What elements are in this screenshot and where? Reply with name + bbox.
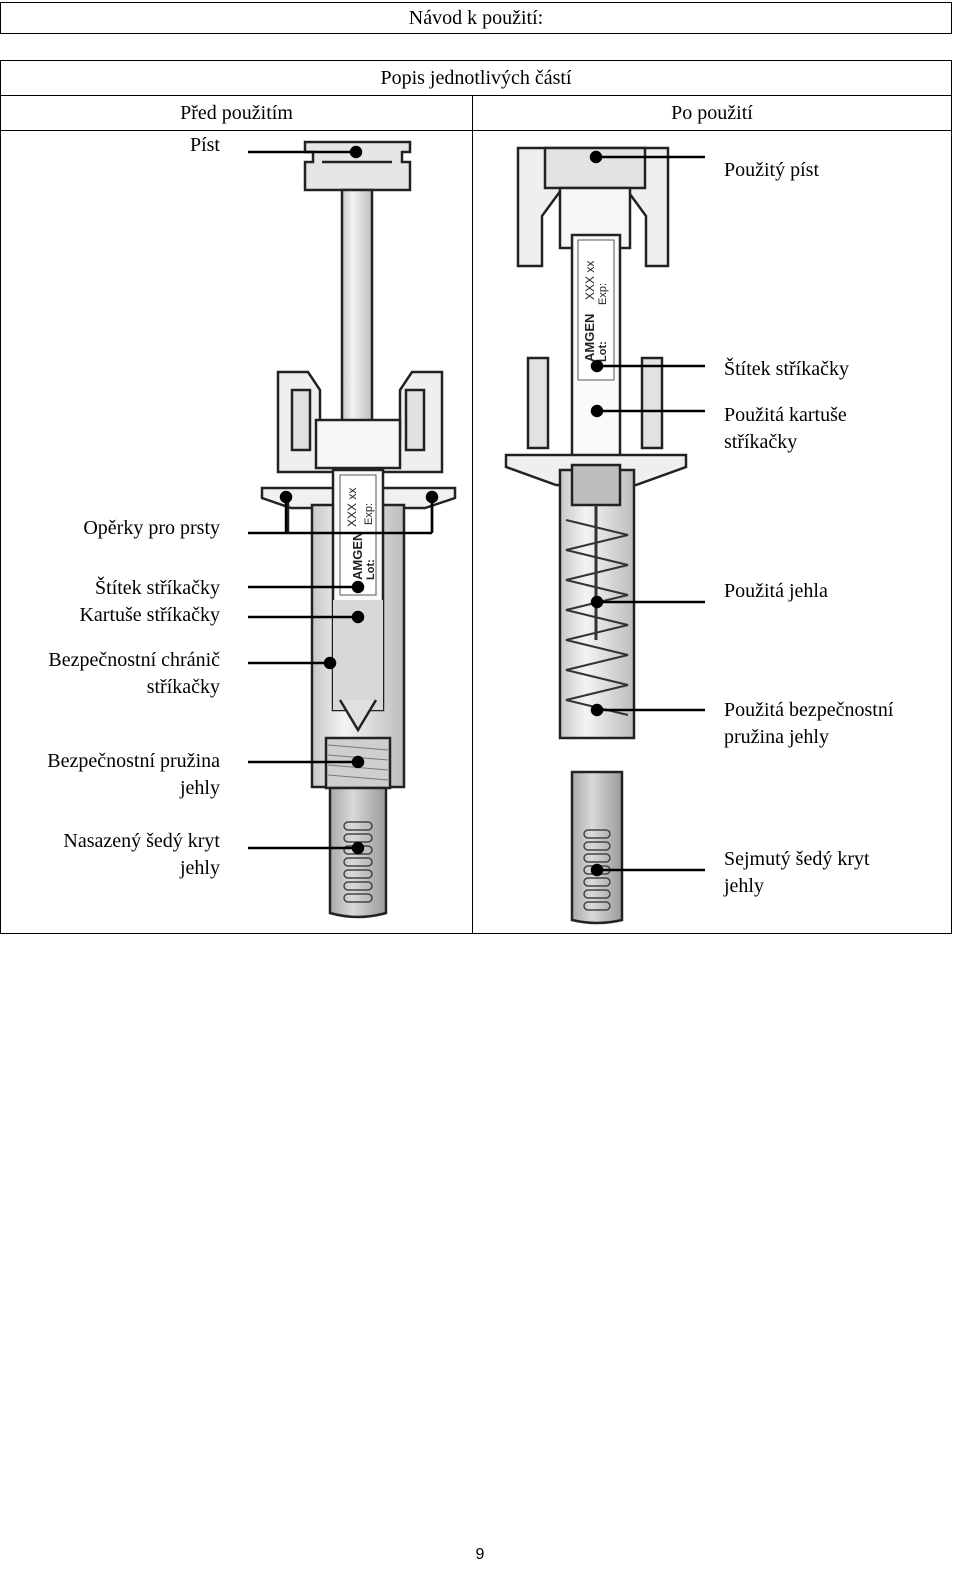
label-syringe-label: Štítek stříkačky Kartuše stříkačky [79, 575, 220, 629]
label-plunger: Píst [190, 132, 220, 159]
syringe-after-use [504, 146, 688, 740]
label-used-needle: Použitá jehla [724, 578, 828, 605]
label-needle-spring: Bezpečnostní pružina jehly [47, 748, 220, 802]
label-cap-removed-line2: jehly [724, 875, 764, 897]
syringe-illustrations: AMGEN XXX xx Lot: Exp: AMGEN XXX xx Lot:… [248, 140, 705, 925]
leader-lines-before [248, 145, 439, 855]
syringe-before-lot: Lot: [365, 559, 377, 580]
column-before-title: Před použitím [180, 101, 293, 124]
label-plunger-text: Píst [189, 134, 220, 156]
syringe-before-exp: Exp: [363, 503, 375, 525]
label-finger-grips-text: Opěrky pro prsty [83, 517, 220, 539]
label-used-plunger-text: Použitý píst [724, 159, 820, 181]
label-syringe-barrel-text: Kartuše stříkačky [79, 604, 220, 626]
syringe-after-lot: Lot: [597, 341, 609, 362]
section-header-text: Popis jednotlivých částí [380, 66, 572, 89]
syringe-after-brand: AMGEN [582, 314, 597, 362]
used-spring [565, 519, 629, 716]
label-used-barrel-line2: stříkačky [724, 431, 798, 453]
syringe-before-code: XXX xx [345, 488, 359, 527]
label-cap-removed: Sejmutý šedý kryt jehly [724, 846, 870, 900]
plunger-rod [340, 188, 374, 442]
label-spring-line1: Bezpečnostní pružina [47, 750, 220, 772]
syringe-before-brand: AMGEN [350, 532, 365, 580]
label-used-spring-line2: pružina jehly [724, 726, 829, 748]
column-after-title: Po použití [671, 101, 753, 124]
label-guard-line1: Bezpečnostní chránič [48, 649, 220, 671]
label-used-spring-line1: Použitá bezpečnostní [724, 699, 894, 721]
label-finger-grips: Opěrky pro prsty [83, 515, 220, 542]
syringe-after-print: AMGEN XXX xx Lot: Exp: [582, 261, 609, 362]
label-used-barrel-line1: Použitá kartuše [724, 404, 847, 426]
label-syringe-guard: Bezpečnostní chránič stříkačky [48, 647, 220, 701]
label-cap-removed-line1: Sejmutý šedý kryt [724, 848, 870, 870]
label-syringe-label-text: Štítek stříkačky [95, 577, 220, 599]
column-after-header: Po použití [472, 95, 952, 131]
syringe-before-print: AMGEN XXX xx Lot: Exp: [345, 488, 377, 580]
label-used-needle-text: Použitá jehla [724, 580, 828, 602]
page-number: 9 [475, 1546, 485, 1563]
instructions-title-box: Návod k použití: [0, 2, 952, 34]
needle-cap-removed [570, 770, 624, 925]
label-used-syringe-label: Štítek stříkačky [724, 356, 849, 383]
label-guard-line2: stříkačky [146, 676, 220, 698]
label-cap-on-line2: jehly [180, 857, 220, 879]
label-needle-cap-on: Nasazený šedý kryt jehly [63, 828, 220, 882]
label-used-spring: Použitá bezpečnostní pružina jehly [724, 697, 893, 751]
instructions-title: Návod k použití: [408, 6, 544, 29]
label-cap-on-line1: Nasazený šedý kryt [63, 830, 220, 852]
label-spring-line2: jehly [180, 777, 220, 799]
syringe-before-use [260, 140, 457, 919]
label-used-syringe-label-text: Štítek stříkačky [724, 358, 849, 380]
label-used-plunger: Použitý píst [724, 157, 819, 184]
syringe-after-code: XXX xx [583, 261, 597, 300]
syringe-after-exp: Exp: [597, 283, 609, 305]
column-divider [472, 130, 473, 934]
leader-lines-after [589, 150, 705, 877]
label-used-barrel: Použitá kartuše stříkačky [724, 402, 847, 456]
